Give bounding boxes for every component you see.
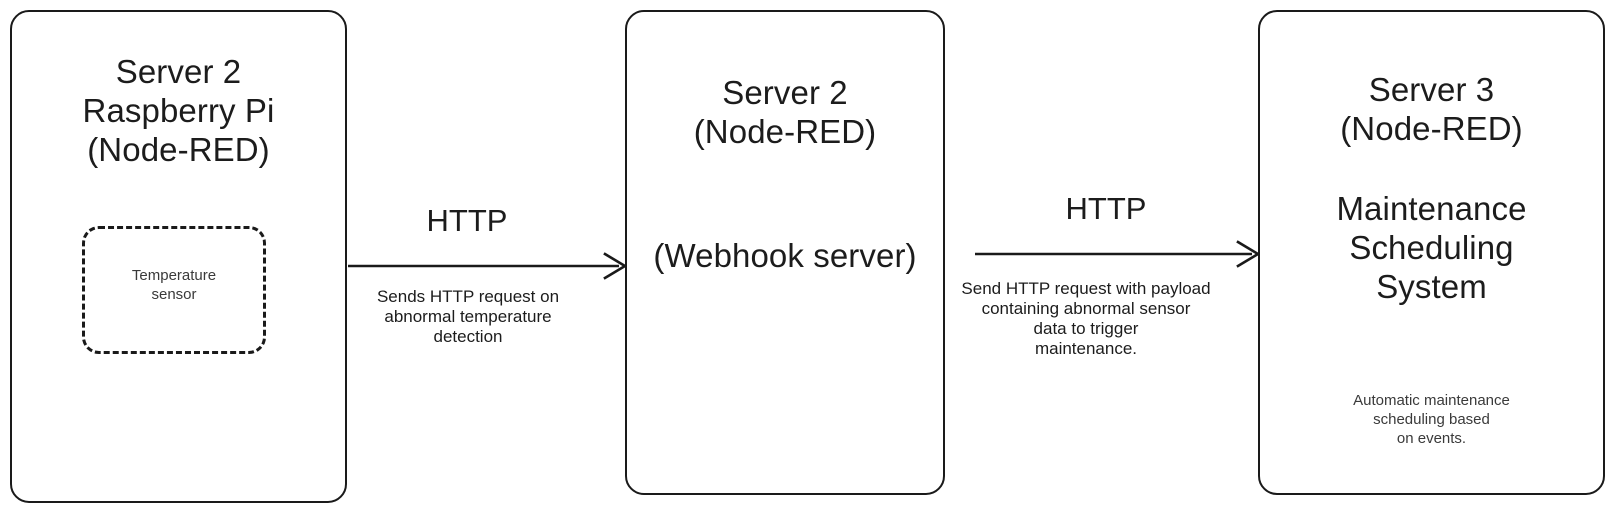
node-server2-webhook[interactable] [625,10,945,495]
node-server3[interactable] [1258,10,1605,495]
edge-2-arrow [974,236,1264,272]
node-server3-caption: Automatic maintenance scheduling based o… [1353,392,1510,447]
node-server3-title: Server 3 (Node-RED) [1340,71,1523,147]
node-server2-webhook-subtitle: (Webhook server) [653,237,917,274]
edge-2-description: Send HTTP request with payload containin… [961,279,1211,358]
edge-1-protocol-label: HTTP [426,203,508,238]
node-server2-webhook-title: Server 2 (Node-RED) [693,74,877,150]
node-temperature-sensor[interactable] [82,226,266,354]
edge-1-arrow [347,248,631,284]
edge-2-protocol-label: HTTP [1065,191,1147,226]
node-server3-subtitle: Maintenance Scheduling System [1336,190,1527,305]
edge-1-description: Sends HTTP request on abnormal temperatu… [376,287,560,346]
node-temperature-sensor-label: Temperature sensor [131,267,217,303]
node-server2-raspberry-pi-title: Server 2 Raspberry Pi (Node-RED) [82,53,275,168]
